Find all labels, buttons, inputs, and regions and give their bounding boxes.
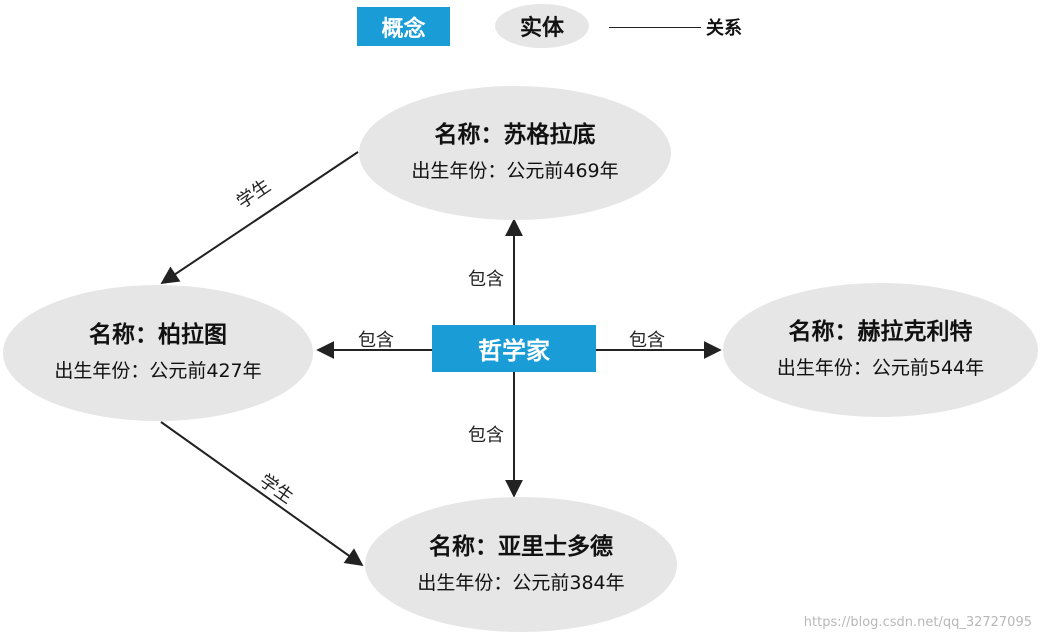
legend-concept-box: 概念: [357, 7, 450, 46]
edge-student-socrates-plato: [160, 151, 359, 285]
edge-label-contains-up: 包含: [468, 269, 504, 290]
legend-relation-line: [609, 27, 701, 28]
entity-birth-year: 出生年份：公元前469年: [411, 160, 619, 182]
entity-heraclitus: 名称：赫拉克利特 出生年份：公元前544年: [723, 283, 1038, 417]
entity-plato: 名称：柏拉图 出生年份：公元前427年: [3, 285, 313, 421]
concept-philosopher: 哲学家: [432, 325, 596, 372]
edge-student-plato-aristotle: [160, 421, 364, 567]
entity-aristotle: 名称：亚里士多德 出生年份：公元前384年: [365, 497, 677, 632]
entity-name: 名称：苏格拉底: [434, 122, 596, 148]
edge-label-contains-right: 包含: [629, 330, 665, 351]
entity-socrates: 名称：苏格拉底 出生年份：公元前469年: [359, 86, 671, 220]
entity-birth-year: 出生年份：公元前544年: [776, 357, 985, 379]
edge-label-contains-left: 包含: [358, 330, 394, 351]
entity-birth-year: 出生年份：公元前384年: [417, 571, 625, 594]
entity-birth-year: 出生年份：公元前427年: [54, 360, 262, 382]
entity-name: 名称：亚里士多德: [429, 533, 613, 560]
legend-relation-label: 关系: [706, 18, 742, 39]
edge-label-contains-down: 包含: [468, 425, 504, 446]
entity-name: 名称：柏拉图: [89, 322, 227, 348]
entity-name: 名称：赫拉克利特: [788, 319, 973, 345]
legend-entity-ellipse: 实体: [495, 4, 589, 48]
watermark: https://blog.csdn.net/qq_32727095: [803, 615, 1032, 630]
